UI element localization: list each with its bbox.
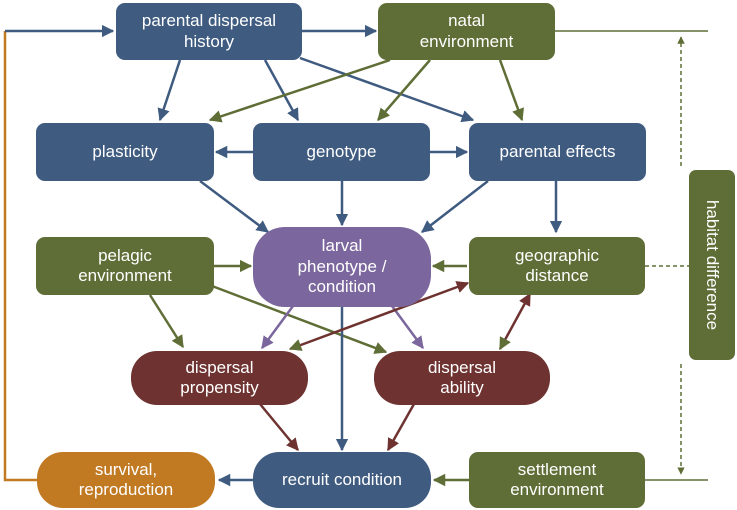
arrow-propensity-to-recruit <box>259 403 299 451</box>
arrow-history-to-genotype <box>263 59 300 122</box>
arrow-natal-to-parental-effects <box>498 59 524 122</box>
node-parental-dispersal-history: parental dispersal history <box>116 3 302 60</box>
node-settlement-environment: settlement environment <box>469 452 645 508</box>
node-pelagic-environment: pelagic environment <box>36 237 214 295</box>
arrow-ability-to-recruit <box>386 403 416 452</box>
node-genotype: genotype <box>253 123 430 181</box>
arrow-natal-to-genotype <box>377 59 431 121</box>
arrow-history-to-plasticity <box>157 59 182 122</box>
node-dispersal-propensity: dispersal propensity <box>131 351 308 405</box>
arrow-larval-to-propensity <box>260 305 295 350</box>
node-recruit-condition: recruit condition <box>253 452 431 508</box>
arrow-ability-geographic <box>498 292 532 351</box>
node-parental-effects: parental effects <box>469 123 646 181</box>
arrow-propensity-geographic <box>288 281 470 351</box>
arrow-pelagic-to-propensity <box>148 294 185 349</box>
arrow-natal-to-plasticity <box>208 58 391 123</box>
node-geographic-distance: geographic distance <box>469 237 645 295</box>
node-plasticity: plasticity <box>36 123 214 181</box>
node-survival-reproduction: survival, reproduction <box>37 452 215 508</box>
node-natal-environment: natal environment <box>378 3 555 60</box>
arrow-survival-loop <box>3 31 37 482</box>
arrow-parental-effects-to-larval <box>421 180 489 233</box>
node-habitat-difference: habitat difference <box>689 170 735 360</box>
node-larval-phenotype-condition: larval phenotype / condition <box>253 227 431 307</box>
node-dispersal-ability: dispersal ability <box>374 351 550 405</box>
arrow-plasticity-to-larval <box>199 180 269 233</box>
habitat-difference-label: habitat difference <box>703 199 722 331</box>
arrow-larval-to-ability <box>390 305 425 350</box>
arrow-history-to-parental-effects <box>299 56 475 123</box>
